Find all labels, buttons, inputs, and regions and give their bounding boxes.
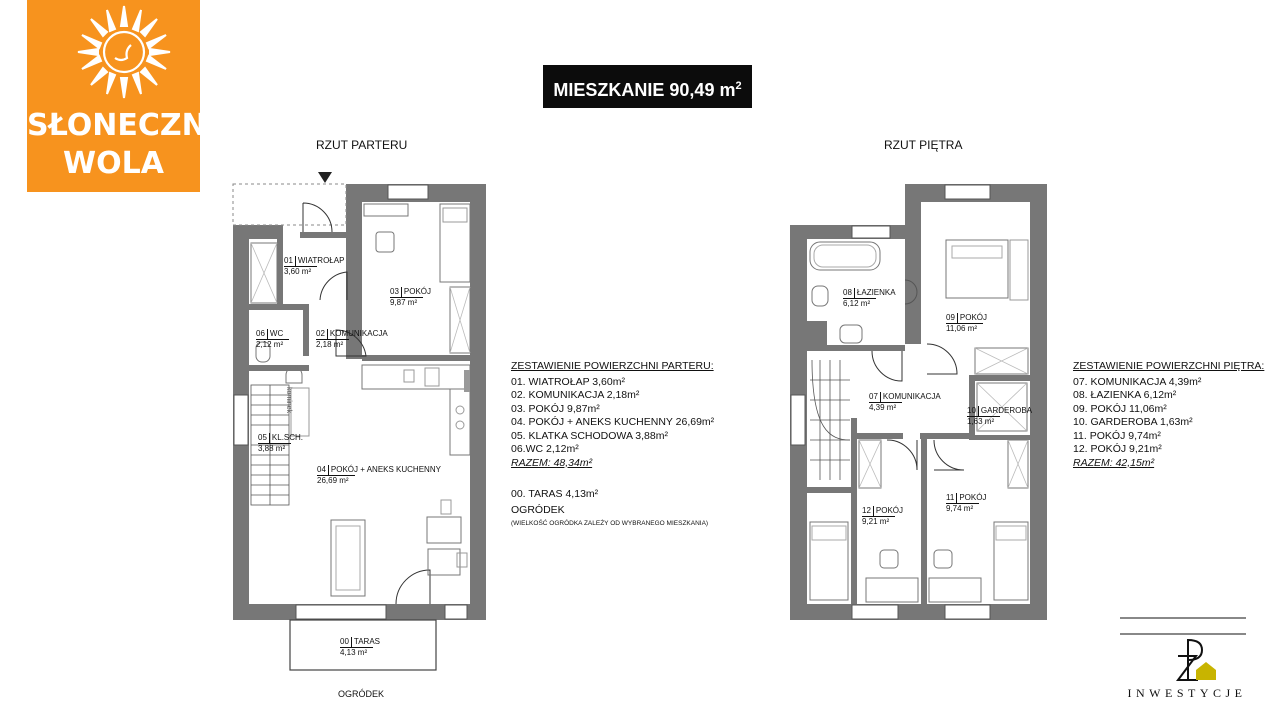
room-name: POKÓJ + ANEKS KUCHENNY — [327, 465, 441, 475]
room-area: 2,12 m² — [256, 339, 290, 350]
page-title: MIESZKANIE 90,49 m2 — [543, 65, 752, 108]
room-name: WC — [266, 329, 283, 339]
room-area: 3,60 m² — [284, 266, 318, 277]
ground-floor-extra: 00. TARAS 4,13m² OGRÓDEK (WIELKOŚĆ OGRÓD… — [511, 488, 708, 530]
summary-title: ZESTAWIENIE POWIERZCHNI PIĘTRA: — [1073, 360, 1265, 372]
room-name: GARDEROBA — [977, 406, 1032, 416]
room-area: 6,12 m² — [843, 298, 877, 309]
room-num: 10 — [967, 406, 976, 415]
room-num: 00 — [340, 637, 349, 646]
room-name: ŁAZIENKA — [853, 288, 896, 298]
room-num: 06 — [256, 329, 265, 338]
room-area: 9,21 m² — [862, 516, 896, 527]
room-area: 4,39 m² — [869, 402, 903, 413]
summary-item: 07. KOMUNIKACJA 4,39m² — [1073, 375, 1202, 388]
room-area: 1,63 m² — [967, 416, 1001, 427]
summary-item: 05. KLATKA SCHODOWA 3,88m² — [511, 429, 668, 442]
title-sup: 2 — [735, 80, 742, 92]
room-num: 07 — [869, 392, 878, 401]
room-name: KL.SCH. — [268, 433, 303, 443]
room-area: 9,74 m² — [946, 503, 980, 514]
room-num: 03 — [390, 287, 399, 296]
summary-item: 01. WIATROŁAP 3,60m² — [511, 375, 625, 388]
upper-floor-summary: ZESTAWIENIE POWIERZCHNI PIĘTRA: 07. KOMU… — [1073, 360, 1264, 470]
room-name: POKÓJ — [956, 313, 987, 323]
sun-icon — [77, 5, 171, 99]
room-area: 9,87 m² — [390, 297, 424, 308]
room-name: POKÓJ — [872, 506, 903, 516]
zp-house-icon — [1120, 617, 1246, 681]
garden-note: (WIELKOŚĆ OGRÓDKA ZALEŻY OD WYBRANEGO MI… — [511, 520, 709, 527]
fireplace-label: kominek — [285, 387, 292, 414]
ground-floor-plan — [232, 172, 486, 671]
room-area: 2,18 m² — [316, 339, 350, 350]
brand-logo: SŁONECZNA WOLA — [27, 0, 230, 192]
summary-total: RAZEM: 42,15m² — [1073, 456, 1155, 469]
summary-item: 04. POKÓJ + ANEKS KUCHENNY 26,69m² — [511, 416, 715, 428]
summary-item: 02. KOMUNIKACJA 2,18m² — [511, 389, 640, 401]
summary-item: 08. ŁAZIENKA 6,12m² — [1073, 389, 1177, 401]
brand-line2: WOLA — [63, 146, 164, 181]
developer-logo: INWESTYCJE — [1118, 614, 1250, 704]
ground-floor-summary: ZESTAWIENIE POWIERZCHNI PARTERU: 01. WIA… — [511, 360, 714, 470]
room-name: KOMUNIKACJA — [879, 392, 941, 402]
terrace-line: 00. TARAS 4,13m² — [511, 488, 599, 500]
room-area: 4,13 m² — [340, 647, 374, 658]
room-name: WIATROŁAP — [294, 256, 344, 266]
room-name: KOMUNIKACJA — [326, 329, 388, 339]
summary-item: 12. POKÓJ 9,21m² — [1073, 443, 1162, 455]
summary-item: 11. POKÓJ 9,74m² — [1073, 429, 1161, 442]
room-name: POKÓJ — [956, 493, 986, 503]
summary-item: 03. POKÓJ 9,87m² — [511, 402, 600, 415]
summary-item: 10. GARDEROBA 1,63m² — [1073, 416, 1193, 428]
room-num: 09 — [946, 313, 955, 322]
room-area: 3,88 m² — [258, 443, 292, 454]
room-num: 04 — [317, 465, 326, 474]
summary-title: ZESTAWIENIE POWIERZCHNI PARTERU: — [511, 360, 714, 372]
room-name: POKÓJ — [400, 287, 431, 297]
title-text: MIESZKANIE 90,49 m — [553, 80, 736, 100]
summary-item: 06.WC 2,12m² — [511, 443, 579, 455]
summary-item: 09. POKÓJ 11,06m² — [1073, 402, 1167, 415]
room-num: 12 — [862, 506, 871, 515]
room-num: 05 — [258, 433, 267, 442]
room-area: 26,69 m² — [317, 475, 355, 486]
room-num: 08 — [843, 288, 852, 297]
room-num: 11 — [946, 493, 955, 502]
summary-total: RAZEM: 48,34m² — [511, 456, 593, 469]
upper-floor-caption: RZUT PIĘTRA — [884, 138, 963, 152]
upper-floor-plan — [790, 184, 1047, 620]
brand-line1: SŁONECZNA — [27, 108, 230, 143]
room-area: 11,06 m² — [946, 323, 983, 334]
room-num: 01 — [284, 256, 293, 265]
garden-line: OGRÓDEK — [511, 504, 565, 516]
garden-caption: OGRÓDEK — [338, 689, 385, 699]
room-name: TARAS — [350, 637, 380, 647]
room-num: 02 — [316, 329, 325, 338]
developer-word: INWESTYCJE — [1127, 686, 1247, 700]
ground-floor-caption: RZUT PARTERU — [316, 138, 408, 152]
